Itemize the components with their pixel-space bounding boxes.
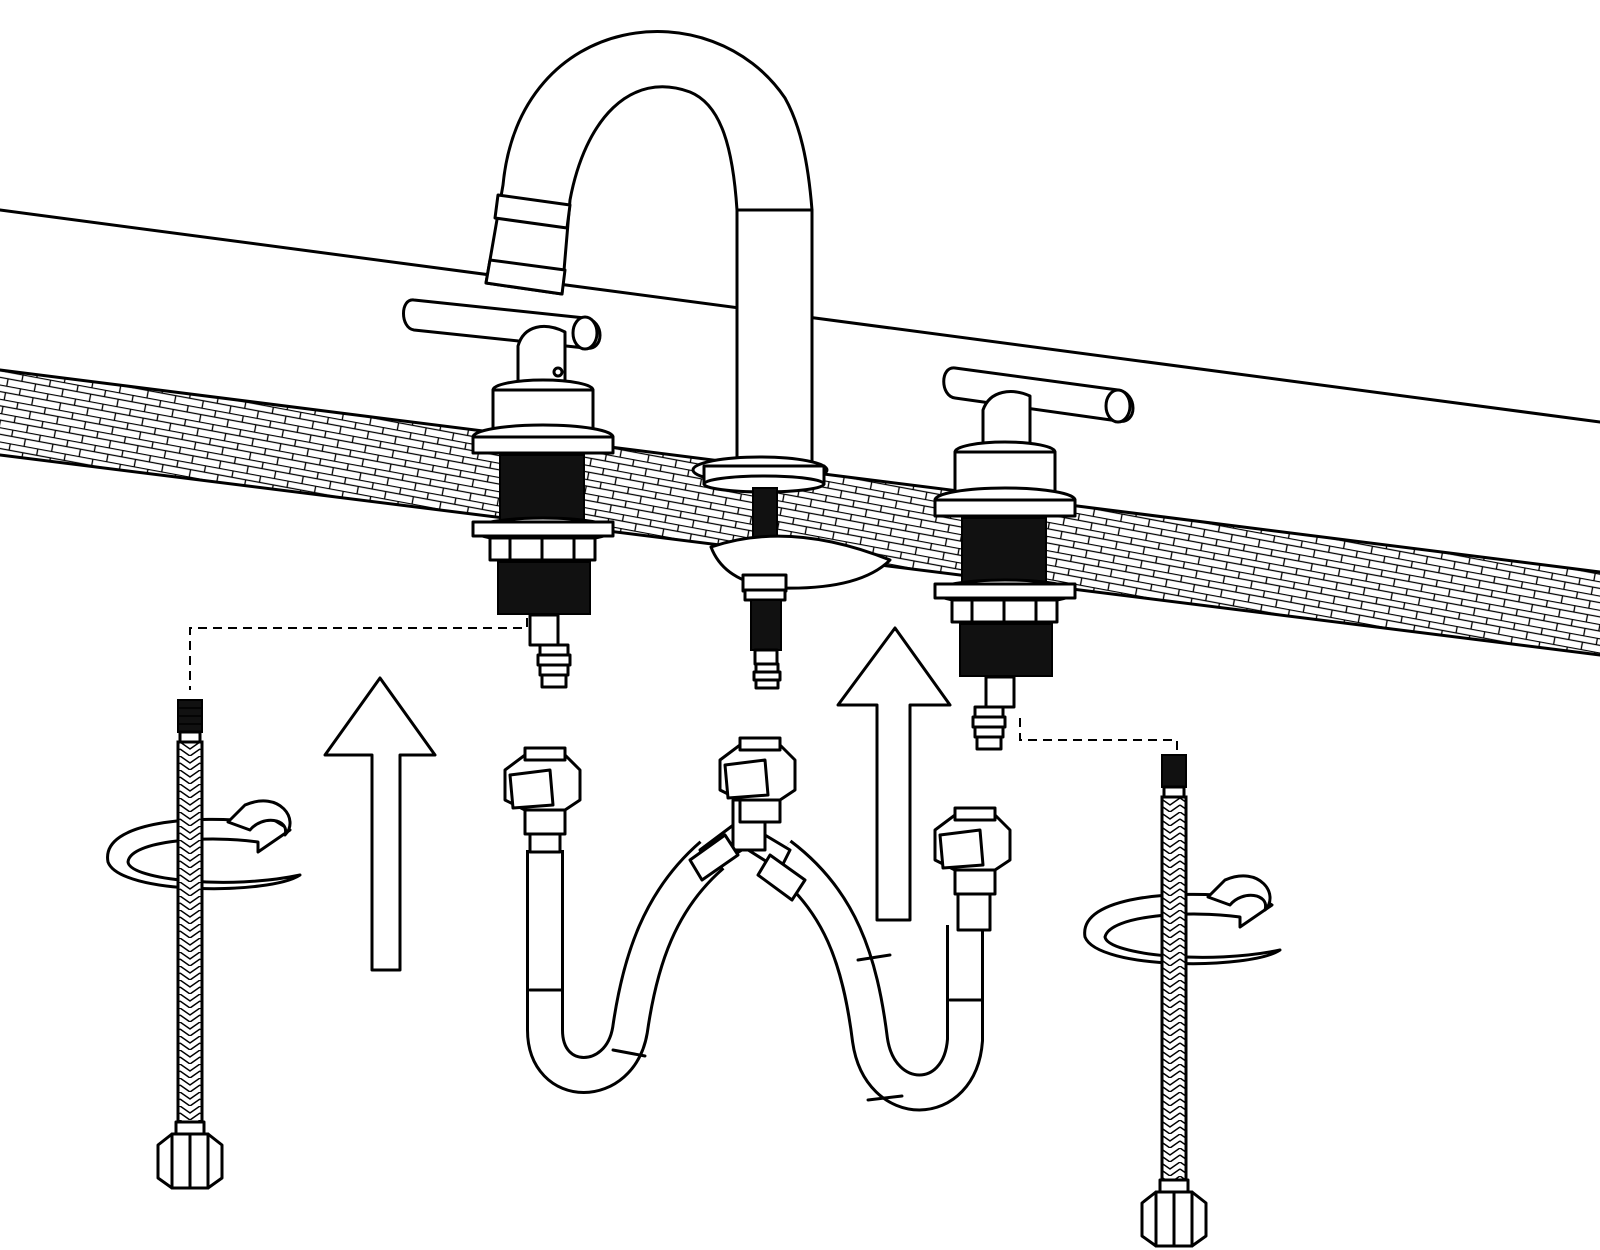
brick-countertop-icon: [0, 370, 1600, 655]
right-guide-line: [1019, 718, 1178, 755]
rotate-arrow-icon: [106, 799, 302, 891]
up-arrow-icon: [323, 676, 437, 972]
left-supply-hose: [156, 699, 224, 1190]
spout: [484, 30, 892, 690]
rotate-arrows: [106, 799, 1282, 966]
right-handle: [933, 366, 1135, 751]
braided-hose-icon: [1140, 754, 1208, 1248]
left-handle: [402, 298, 615, 689]
up-arrows: [323, 626, 952, 972]
braided-hose-icon: [156, 699, 224, 1190]
y-connector-hose-icon: [503, 736, 1012, 1112]
up-arrow-icon: [836, 626, 952, 922]
connection-guides: [189, 618, 1178, 755]
right-supply-hose: [1140, 754, 1208, 1248]
left-guide-line: [189, 618, 528, 690]
lever-handle-icon: [933, 366, 1135, 751]
gooseneck-spout-icon: [484, 30, 892, 690]
lever-handle-icon: [402, 298, 615, 689]
connector-hose: [503, 736, 1012, 1112]
